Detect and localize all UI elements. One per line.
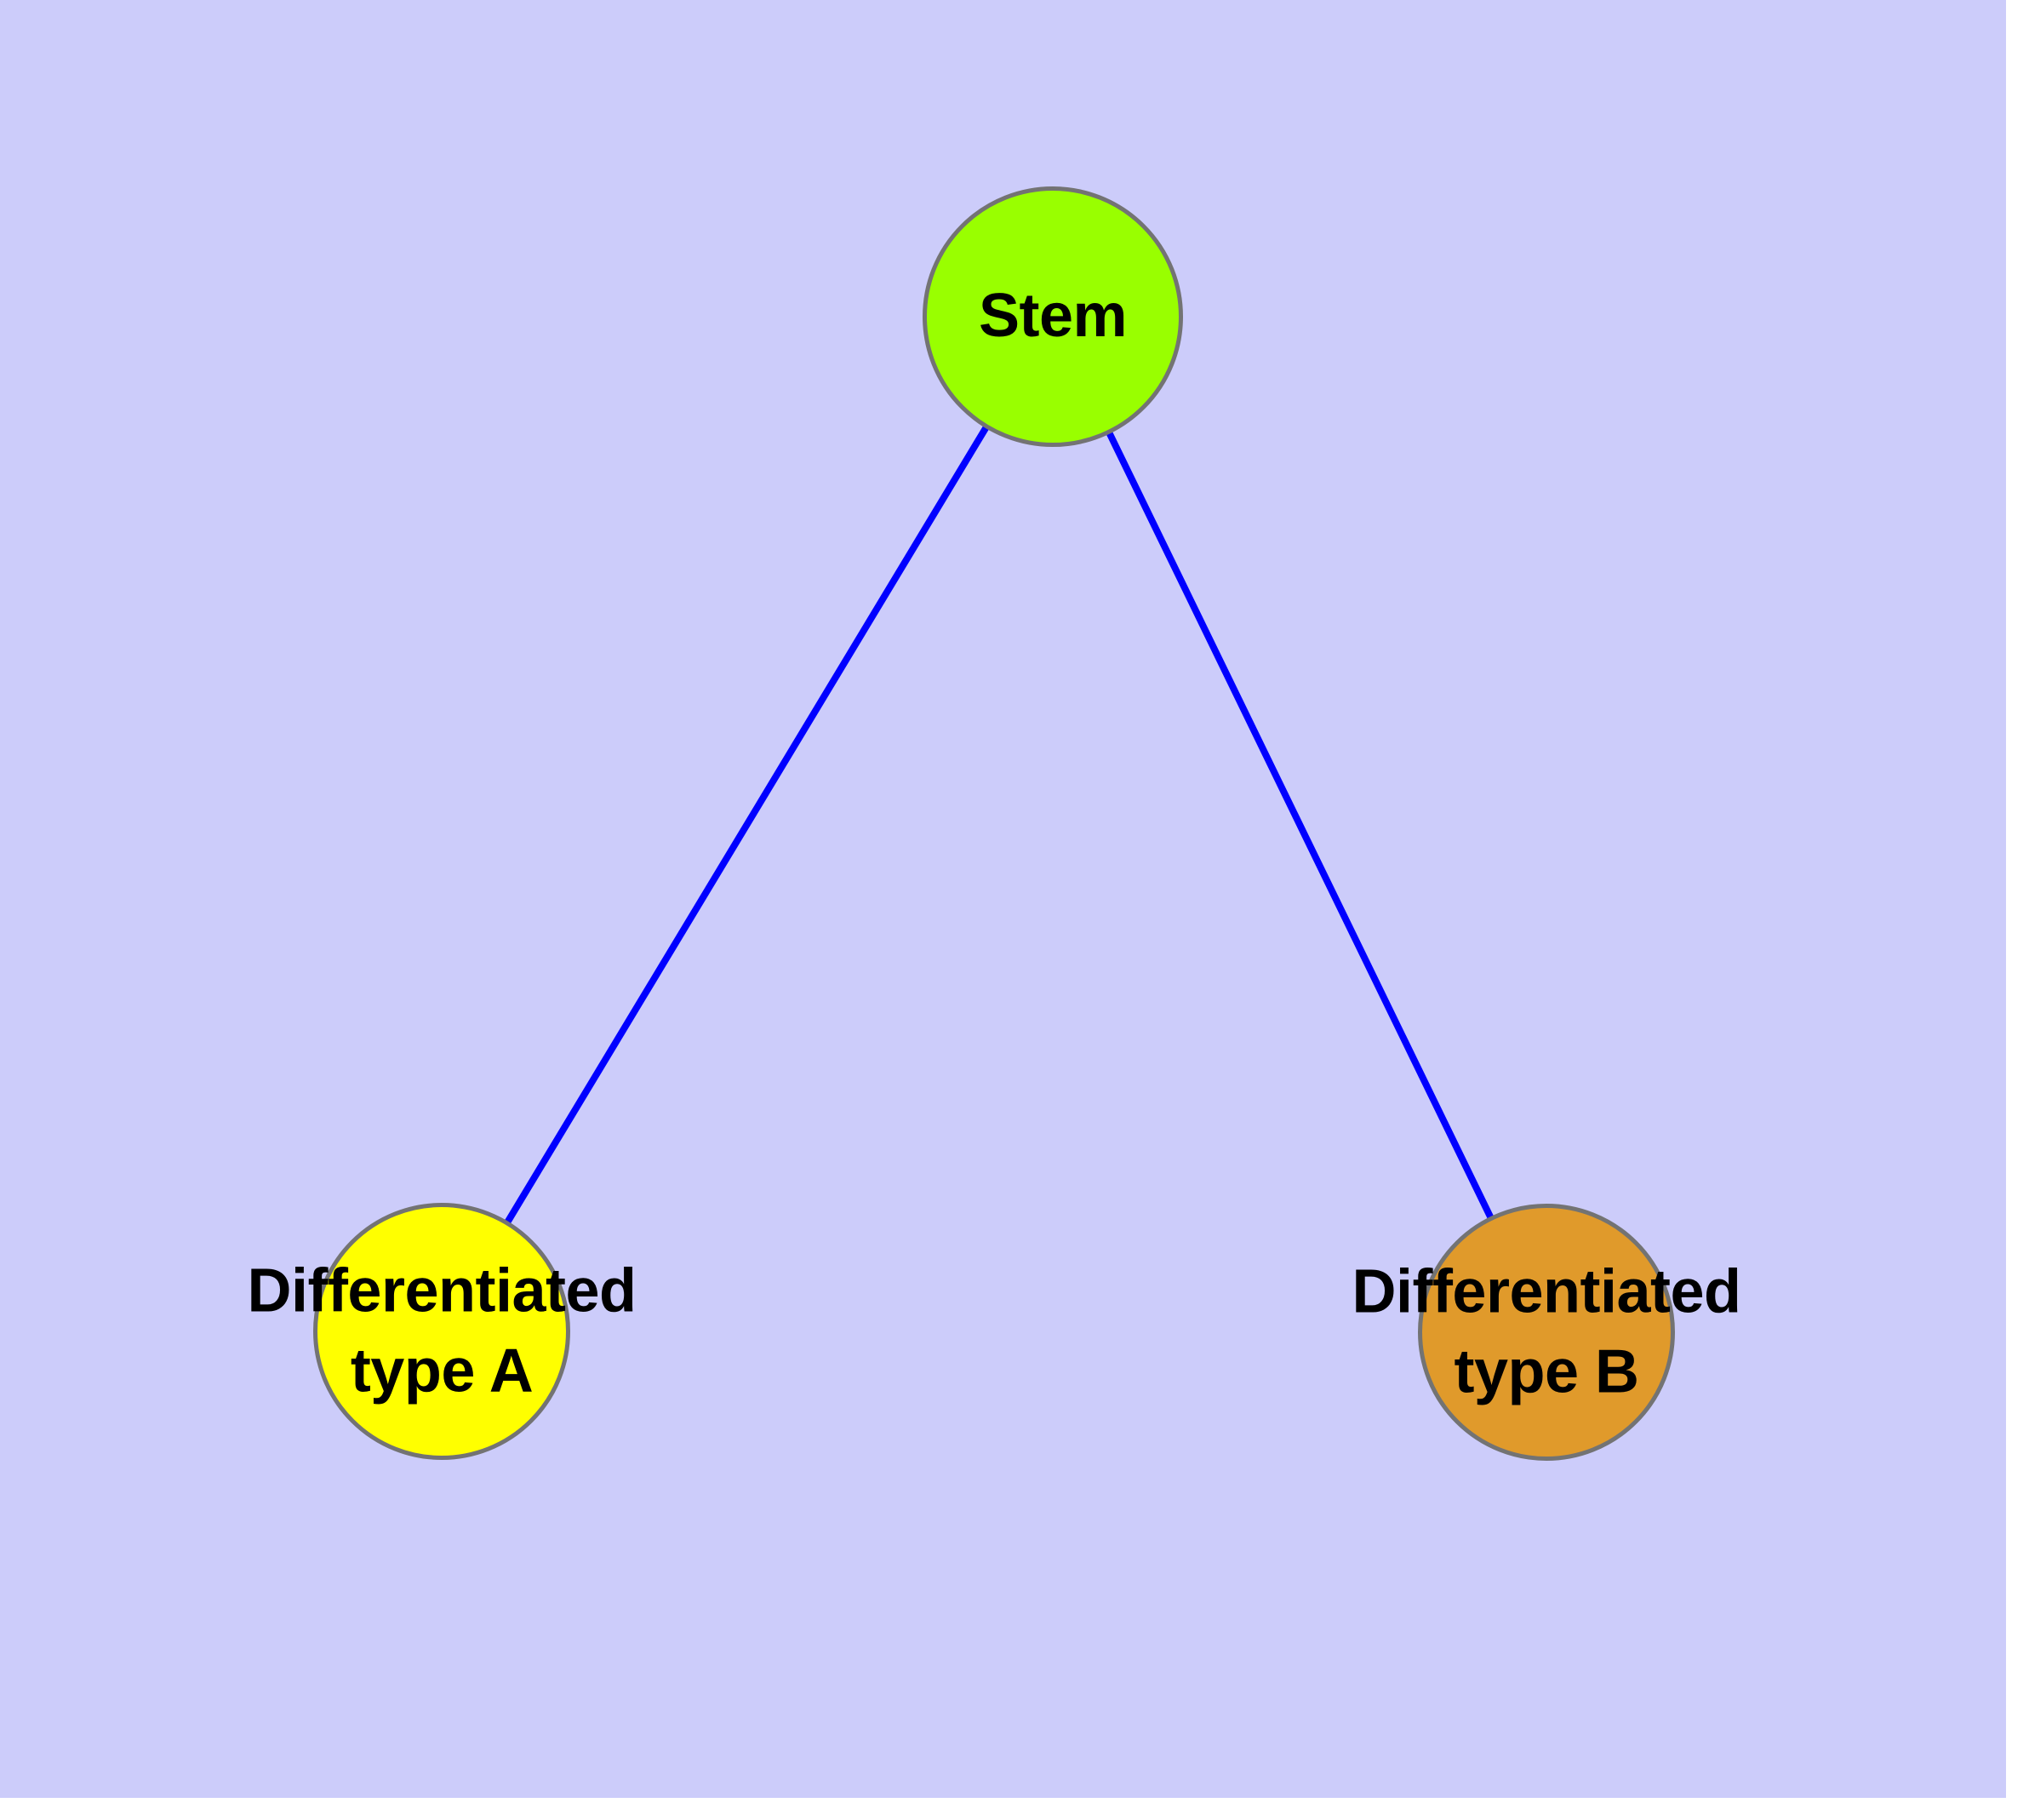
node-stem[interactable] xyxy=(923,186,1183,447)
node-diff_b[interactable] xyxy=(1418,1204,1675,1461)
edge-layer xyxy=(438,314,1550,1334)
node-layer xyxy=(313,186,1675,1461)
edge-stem-diff_b[interactable] xyxy=(1049,315,1550,1334)
edge-stem-diff_a[interactable] xyxy=(438,314,1056,1334)
node-diff_a[interactable] xyxy=(313,1203,570,1460)
